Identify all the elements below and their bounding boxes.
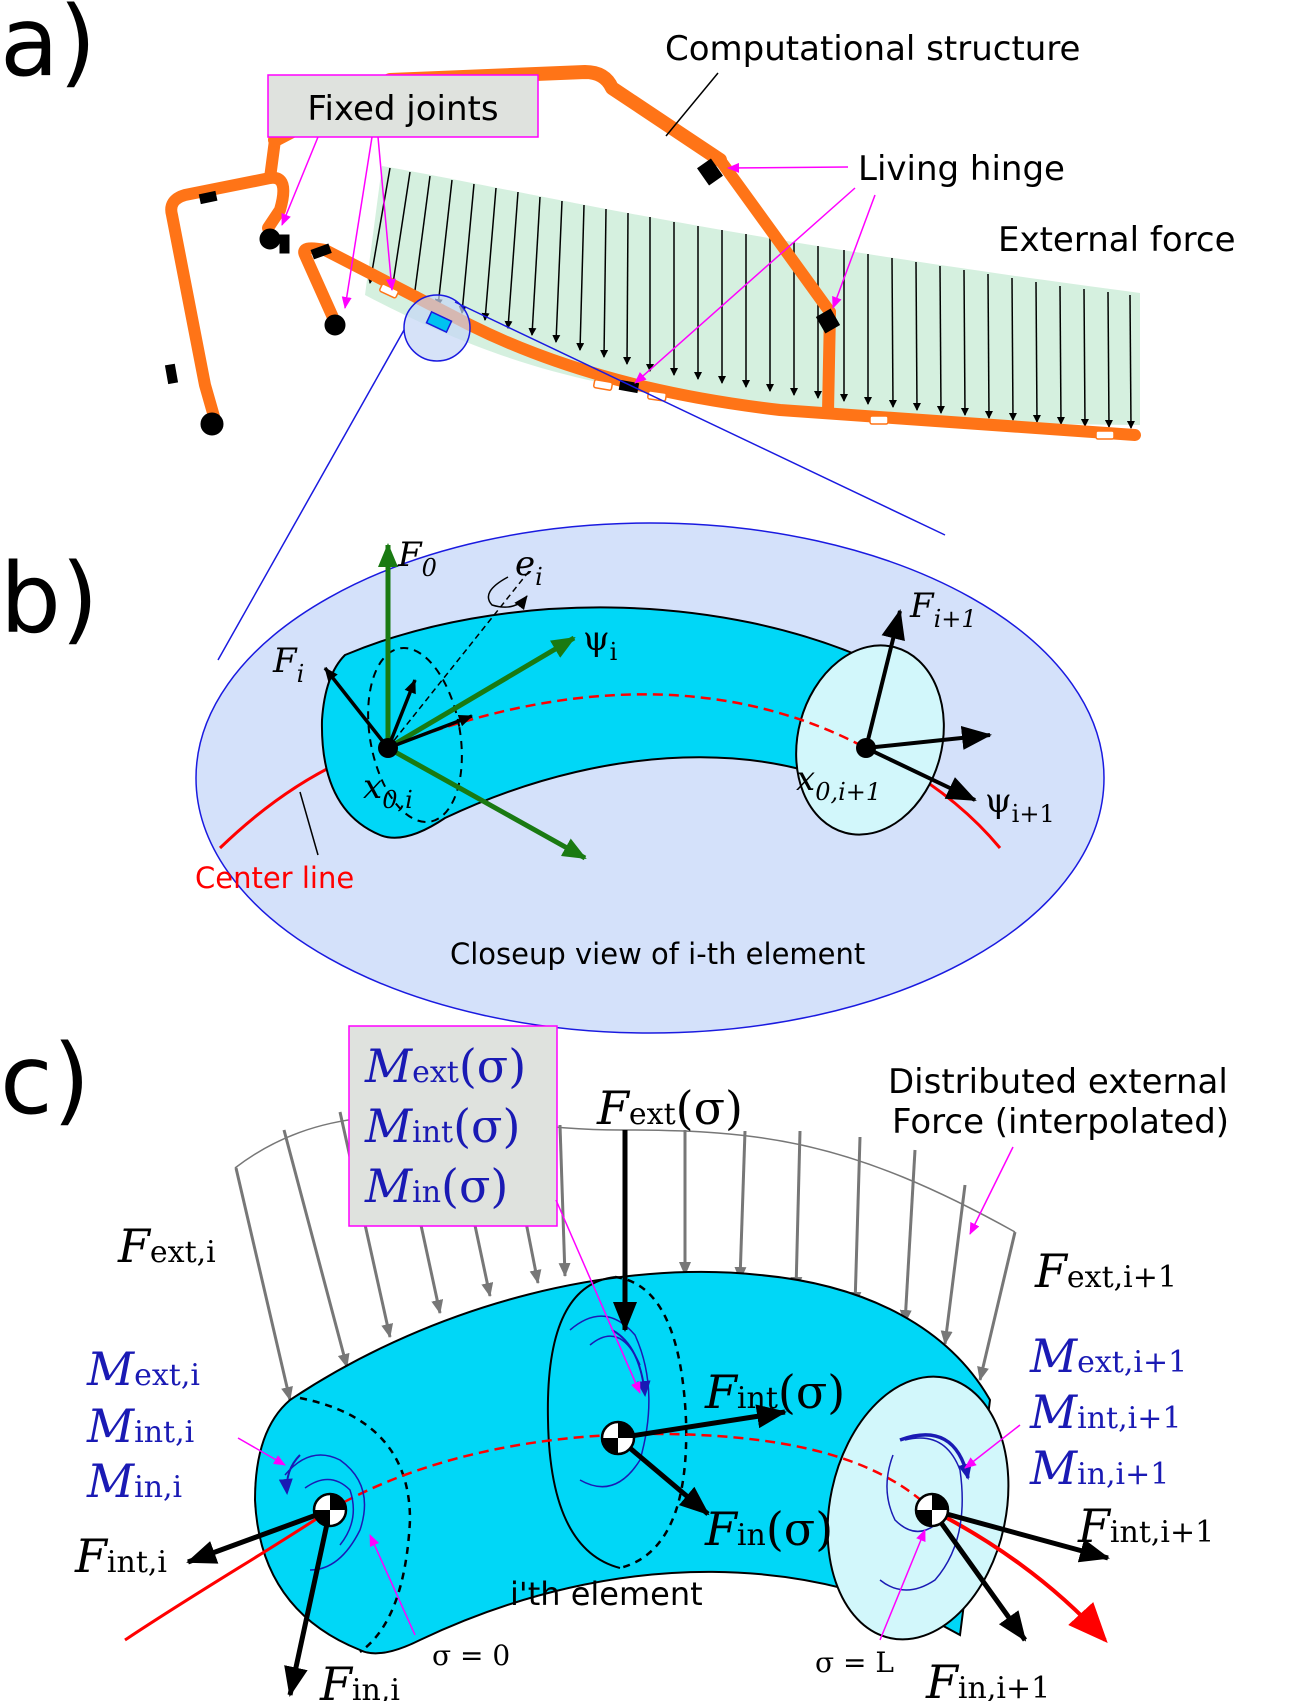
external-force-arrows xyxy=(367,167,1135,429)
label-fexti: Fext,i xyxy=(117,1219,216,1273)
green-axes xyxy=(378,543,587,861)
node-left xyxy=(312,1492,348,1528)
moment-arrow-mid xyxy=(611,1329,651,1397)
left-section-dashed-c xyxy=(299,1396,412,1654)
panel-c-label: c) xyxy=(0,1024,90,1136)
panel-b-label: b) xyxy=(0,543,98,655)
label-fexti1: Fext,i+1 xyxy=(1034,1244,1177,1298)
distributed-pointer xyxy=(969,1146,1014,1235)
label-minti1: Mint,i+1 xyxy=(1029,1385,1181,1439)
label-x0i1: x0,i+1 xyxy=(796,759,881,806)
label-Fi1: Fi+1 xyxy=(909,586,977,633)
node-x0i xyxy=(378,738,398,758)
center-line-pointer xyxy=(299,791,319,856)
box-mext: Mext(σ) xyxy=(364,1039,526,1093)
element-label: i'th element xyxy=(510,1575,703,1613)
center-line-label: Center line xyxy=(195,861,354,895)
label-finti1: Fint,i+1 xyxy=(1077,1499,1214,1553)
label-fint: Fint(σ) xyxy=(704,1365,845,1419)
label-minti: Mint,i xyxy=(86,1399,194,1453)
sigmaL-label: σ = L xyxy=(815,1646,894,1679)
structure-windows xyxy=(379,283,1115,440)
sigma0-label: σ = 0 xyxy=(432,1639,510,1672)
cross-section-dashed xyxy=(367,646,463,824)
living-hinge-label: Living hinge xyxy=(858,149,1065,189)
node-center xyxy=(600,1420,636,1456)
zoom-line-left xyxy=(217,329,405,661)
fixed-joints-pointers xyxy=(281,136,396,309)
computational-structure xyxy=(165,65,1141,441)
label-x0i: x0,i xyxy=(363,767,413,814)
label-mini1: Min,i+1 xyxy=(1029,1441,1169,1495)
element-highlight xyxy=(425,310,453,334)
center-line-dashed-c xyxy=(329,1432,933,1512)
ei-axis xyxy=(387,569,531,749)
tube-body-b xyxy=(320,606,902,839)
ei-rotation xyxy=(487,576,528,610)
label-fini: Fin,i xyxy=(319,1657,400,1701)
computational-structure-pointer xyxy=(665,72,719,137)
mid-section-dashed-c xyxy=(614,1275,688,1570)
center-line-right-c xyxy=(931,1508,1108,1643)
moment-arrow-left xyxy=(278,1454,301,1495)
panel-c: c) xyxy=(0,1024,1229,1701)
label-finti: Fint,i xyxy=(74,1529,167,1583)
node-right xyxy=(914,1492,950,1528)
panel-a-label: a) xyxy=(0,0,96,98)
sigmaL-pointer xyxy=(879,1529,926,1641)
mid-section-c xyxy=(546,1276,621,1569)
closeup-label: Closeup view of i-th element xyxy=(450,937,865,971)
fixed-joints-label: Fixed joints xyxy=(307,89,498,129)
center-line-left-c xyxy=(124,1508,331,1642)
label-psi-i: ψi xyxy=(583,619,618,666)
force-arrows-c xyxy=(186,1130,1110,1697)
fixed-joints-box xyxy=(267,74,539,138)
right-moment-pointer xyxy=(964,1424,1021,1469)
label-fini1: Fin,i+1 xyxy=(925,1655,1050,1701)
moment-box xyxy=(348,1025,558,1227)
label-mexti1: Mext,i+1 xyxy=(1029,1329,1187,1383)
external-force-label: External force xyxy=(998,220,1236,260)
tube-body-c xyxy=(253,1270,992,1655)
label-Fi: Fi xyxy=(272,641,304,688)
panel-b: b) xyxy=(0,522,1105,1034)
label-F0: F0 xyxy=(397,535,437,582)
computational-structure-label: Computational structure xyxy=(665,29,1080,69)
box-mint: Mint(σ) xyxy=(364,1099,520,1153)
hinge-markers xyxy=(164,158,841,436)
node-x0i1 xyxy=(856,738,876,758)
zoom-line-right xyxy=(454,301,946,536)
label-ei: ei xyxy=(515,544,543,591)
moment-box-pointer xyxy=(555,1199,641,1394)
left-moment-pointer xyxy=(237,1437,286,1466)
living-hinge-pointers xyxy=(634,162,876,384)
sigma0-pointer xyxy=(369,1534,416,1636)
center-line-dashed xyxy=(387,693,867,750)
panel-a: a) xyxy=(0,0,1236,661)
label-fext: Fext(σ) xyxy=(596,1081,743,1135)
box-min: Min(σ) xyxy=(364,1159,508,1213)
label-psi-i1: ψi+1 xyxy=(985,781,1055,828)
left-frame-arrows xyxy=(323,666,473,750)
right-frame-arrows xyxy=(864,609,992,802)
distributed-label-line2: Force (interpolated) xyxy=(892,1102,1229,1142)
label-fin: Fin(σ) xyxy=(704,1502,833,1556)
distributed-label-line1: Distributed external xyxy=(888,1062,1228,1102)
label-mini: Min,i xyxy=(86,1454,182,1508)
label-mexti: Mext,i xyxy=(86,1342,200,1396)
